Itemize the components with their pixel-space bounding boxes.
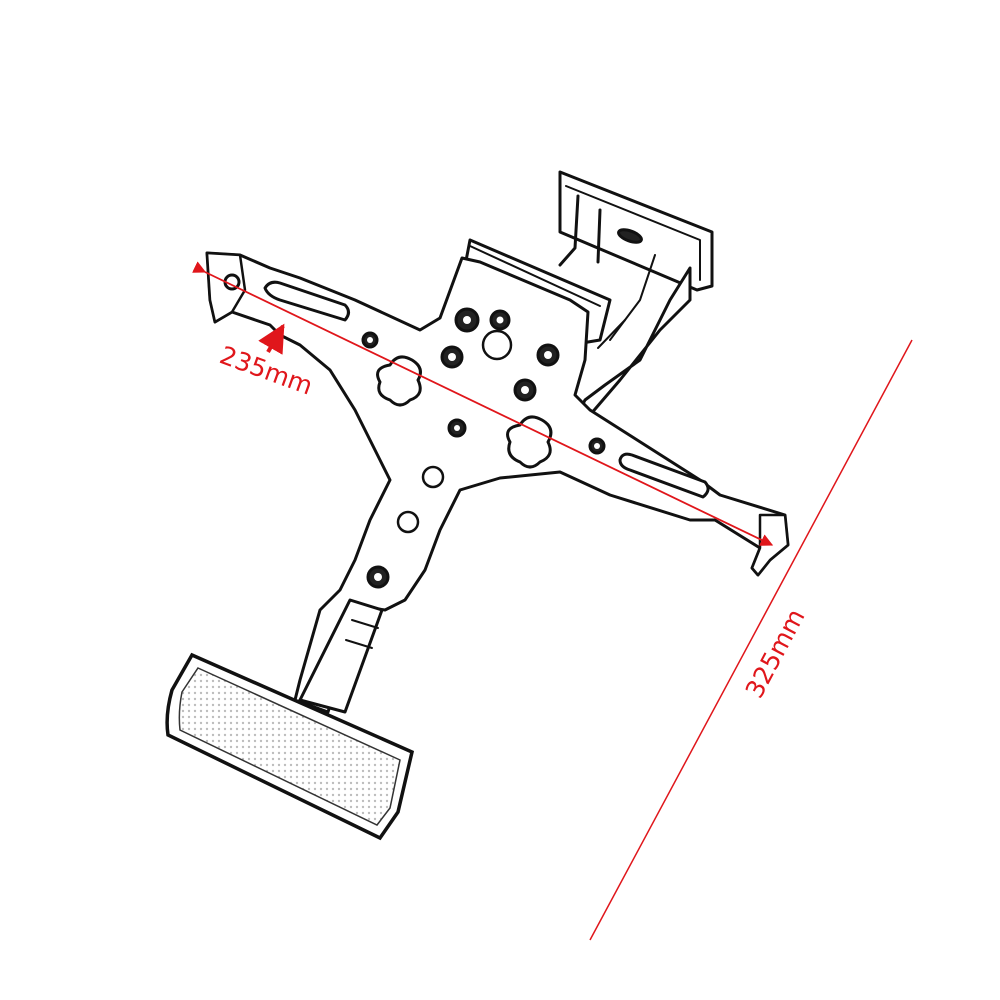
height-dimension: 325mm: [589, 339, 913, 941]
bolt: [489, 309, 511, 331]
width-dimension-line: [192, 261, 774, 546]
width-dimension-label: 235mm: [216, 340, 317, 400]
bolt: [588, 437, 606, 455]
bolt: [440, 345, 464, 369]
height-dimension-line: [589, 339, 913, 941]
reflector: [165, 652, 415, 841]
bracket-assembly: [205, 170, 790, 714]
height-dimension-label: 325mm: [740, 604, 811, 703]
bolt: [536, 343, 560, 367]
vertical-stem: [298, 598, 384, 714]
width-pointer-arrow: [258, 323, 285, 355]
bolt: [361, 331, 379, 349]
bolt: [447, 418, 467, 438]
bolt: [366, 565, 390, 589]
bolt: [513, 378, 537, 402]
bolt: [454, 307, 480, 333]
